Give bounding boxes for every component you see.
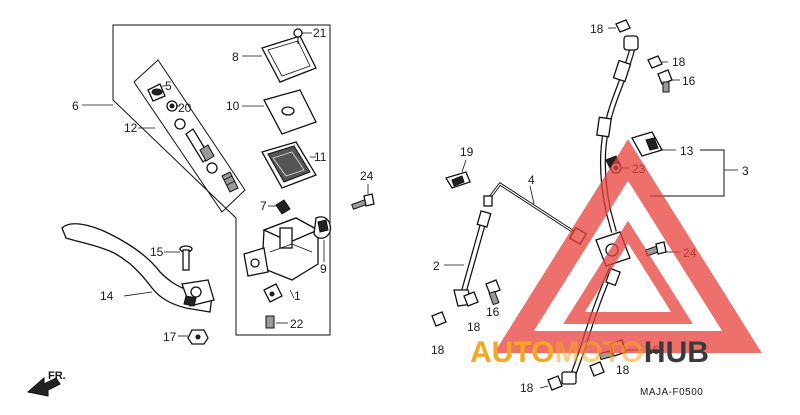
washer-18-bottom-right [589, 361, 605, 377]
label-8: 8 [232, 50, 239, 64]
label-9: 9 [320, 262, 327, 276]
front-arrow-icon [26, 376, 61, 397]
label-18-bottom-left: 18 [520, 381, 534, 395]
watermark-moto: MOTO [554, 336, 643, 369]
label-7: 7 [260, 199, 267, 213]
front-label: FR. [48, 370, 66, 382]
label-16-top: 16 [682, 74, 696, 88]
label-2: 2 [433, 259, 440, 273]
label-16-center: 16 [486, 305, 500, 319]
reservoir-cap [261, 35, 317, 83]
label-18-bottom-right: 18 [616, 363, 630, 377]
pivot-bolt-15 [179, 245, 193, 271]
leader-14 [123, 291, 153, 297]
washer-18-center [463, 291, 479, 307]
watermark-auto: AUTO [470, 336, 554, 369]
diaphragm [261, 141, 317, 189]
label-20: 20 [178, 101, 192, 115]
bolt-16-top [657, 69, 673, 93]
subassembly-boundary [133, 59, 246, 213]
watermark-triangle-inner [563, 220, 693, 324]
watermark-hub: HUB [644, 336, 709, 369]
bolt-24-right [644, 241, 667, 257]
label-17: 17 [163, 330, 177, 344]
clip-19 [445, 171, 471, 189]
brake-hose-2 [453, 210, 492, 307]
leader-4 [529, 185, 535, 205]
label-15: 15 [150, 245, 164, 259]
clamp-13 [631, 131, 663, 157]
label-18-right: 18 [672, 55, 686, 69]
master-cylinder-body [243, 217, 320, 281]
screw-21 [293, 28, 303, 44]
washer-18-left [431, 311, 447, 327]
boot-9 [313, 216, 332, 239]
washer-18-top [615, 19, 631, 33]
nut-17 [187, 329, 209, 345]
clip-7 [275, 199, 291, 215]
label-19: 19 [460, 145, 474, 159]
reservoir-plate [263, 89, 317, 135]
label-22: 22 [290, 317, 304, 331]
label-13: 13 [680, 144, 694, 158]
bracket-parts [263, 283, 283, 329]
label-14: 14 [100, 289, 114, 303]
leader-19 [461, 159, 467, 173]
label-18-top: 18 [590, 22, 604, 36]
watermark-text: AUTOMOTOHUB [470, 336, 709, 369]
watermark-logo [494, 139, 762, 353]
brake-lever [61, 223, 215, 313]
bolt-16-center [485, 279, 501, 306]
label-18-left: 18 [431, 343, 445, 357]
label-11: 11 [314, 150, 327, 164]
leader-18-bottom-left [539, 385, 549, 389]
washer-18-bottom-left [547, 375, 563, 391]
label-12: 12 [124, 121, 138, 135]
figure-code: MAJA-F0500 [640, 387, 703, 398]
washer-18-right [647, 55, 663, 69]
label-10: 10 [226, 99, 240, 113]
label-18-center: 18 [467, 320, 481, 334]
bolt-24-left [351, 193, 375, 210]
leader-1 [289, 289, 295, 299]
label-5: 5 [165, 79, 172, 93]
assembly-boundary [112, 24, 331, 336]
label-6: 6 [72, 99, 79, 113]
label-4: 4 [528, 173, 535, 187]
label-24-left: 24 [360, 169, 374, 183]
label-3: 3 [742, 164, 749, 178]
label-1: 1 [294, 289, 301, 303]
watermark-triangle-outer [494, 139, 762, 353]
piston-parts [147, 83, 239, 193]
label-21: 21 [313, 26, 327, 40]
bracket-3 [650, 149, 725, 197]
